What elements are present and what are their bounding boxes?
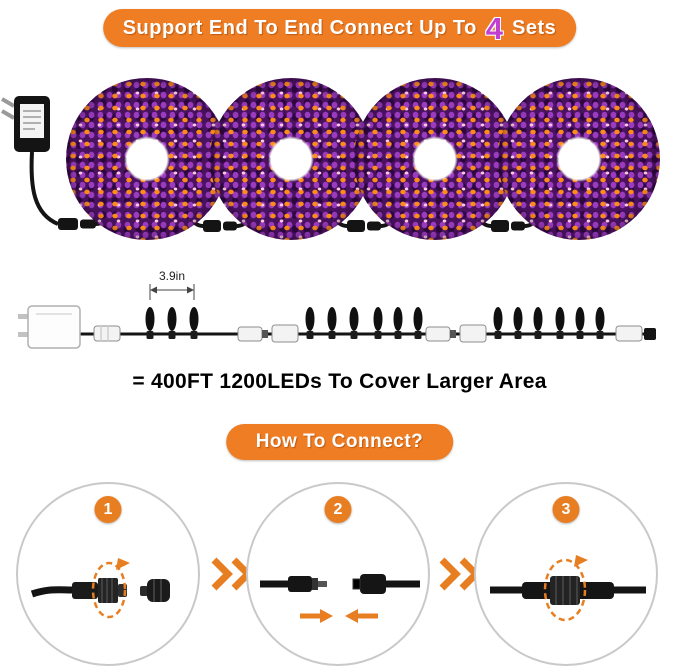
string-layout-diagram: 3.9in bbox=[18, 269, 656, 349]
how-to-connect-title: How To Connect? bbox=[255, 431, 424, 452]
light-reel bbox=[354, 78, 516, 240]
string-connector-pair-2 bbox=[425, 324, 487, 343]
push-arrows-icon bbox=[300, 609, 378, 623]
light-reel bbox=[498, 78, 660, 240]
how-to-connect-banner: How To Connect? bbox=[225, 424, 454, 460]
step-number-badge: 1 bbox=[94, 496, 122, 523]
step-circle-2: 2 bbox=[246, 482, 430, 666]
coverage-text: = 400FT 1200LEDs To Cover Larger Area bbox=[132, 370, 547, 393]
light-reels-photo-section bbox=[0, 60, 679, 270]
string-connector-start bbox=[93, 325, 121, 342]
step3-tighten-illustration bbox=[490, 555, 646, 622]
step1-unscrew-cap-illustration bbox=[30, 558, 170, 619]
power-adapter-illustration bbox=[18, 305, 81, 349]
top-banner: Support End To End Connect Up To 4 Sets bbox=[102, 9, 577, 47]
step2-push-together-illustration bbox=[260, 574, 420, 623]
rotate-arrow-icon bbox=[91, 561, 127, 619]
step-number-badge: 3 bbox=[552, 496, 580, 523]
step-number-badge: 2 bbox=[324, 496, 352, 523]
spacing-label: 3.9in bbox=[159, 269, 185, 283]
adapter-cord bbox=[29, 151, 59, 226]
string-connector-end bbox=[615, 325, 656, 342]
connect-steps-section: 1 2 bbox=[0, 480, 679, 666]
step-circle-1: 1 bbox=[16, 482, 200, 666]
spacing-dimension: 3.9in bbox=[149, 269, 195, 300]
top-banner-suffix: Sets bbox=[512, 16, 557, 39]
light-reel bbox=[66, 78, 228, 240]
power-adapter-photo bbox=[0, 96, 50, 152]
top-banner-highlight-number: 4 bbox=[485, 10, 504, 46]
string-connector-pair-1 bbox=[237, 324, 299, 343]
top-banner-prefix: Support End To End Connect Up To bbox=[122, 16, 477, 39]
light-reel bbox=[210, 78, 372, 240]
step-circle-3: 3 bbox=[474, 482, 658, 666]
rotate-arrow-icon bbox=[543, 558, 587, 622]
